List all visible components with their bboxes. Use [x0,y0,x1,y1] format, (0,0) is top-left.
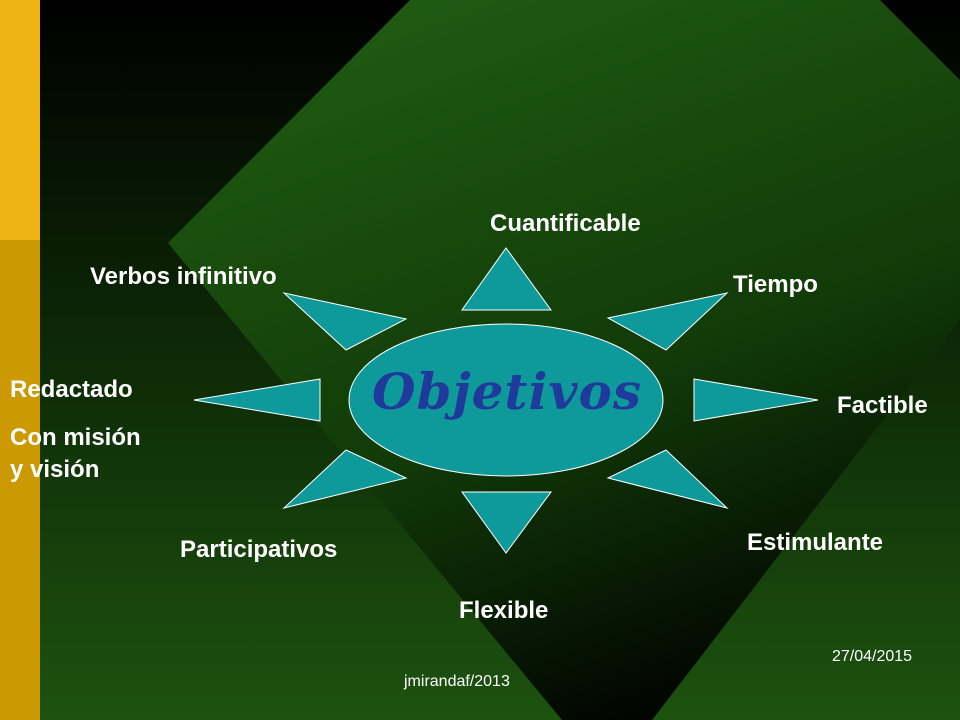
footer-author: jmirandaf/2013 [404,673,510,690]
center-title: Objetivos [371,362,643,421]
label-verbos-infinitivo: Verbos infinitivo [90,263,277,290]
footer-date: 27/04/2015 [832,648,913,665]
arrow-left [193,378,321,422]
left-bar-bottom [0,240,40,720]
arrow-down-left [282,449,408,509]
label-factible: Factible [837,392,928,419]
label-redactado: Redactado [10,376,133,403]
arrow-down-right [606,449,729,509]
arrow-up-right [606,292,729,351]
label-y-vision: y visión [10,456,100,483]
arrow-right [693,378,819,422]
label-participativos: Participativos [180,536,338,563]
label-flexible: Flexible [459,597,549,624]
center-ellipse [348,323,664,477]
left-bar-top [0,0,40,240]
label-tiempo: Tiempo [733,271,818,298]
label-estimulante: Estimulante [747,529,884,556]
arrow-up [461,247,552,311]
label-con-mision: Con misión [10,424,141,451]
label-cuantificable: Cuantificable [490,210,641,237]
arrow-up-left [282,292,408,351]
arrow-down [461,491,552,554]
